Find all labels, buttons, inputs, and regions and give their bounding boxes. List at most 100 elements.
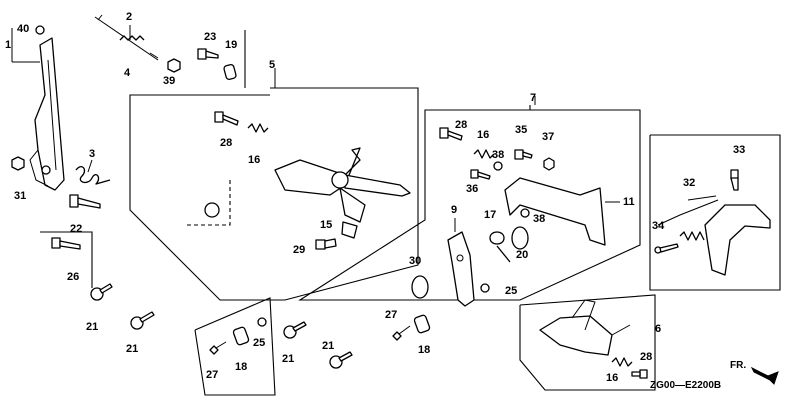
bolt-part-21-a: [90, 283, 113, 301]
callout: 17: [484, 209, 496, 221]
callout: 39: [163, 75, 175, 87]
bolt-part-28-c: [631, 369, 648, 379]
callout: 31: [14, 190, 26, 202]
spring-part-16: [247, 123, 269, 133]
bolt-part-21-c: [283, 321, 307, 339]
callout: 6: [655, 323, 661, 335]
callout: 38: [492, 149, 504, 161]
callout: 3: [89, 148, 95, 160]
bolt-part-28: [214, 111, 239, 126]
choke-bracket-part: [704, 204, 771, 276]
callout: 15: [320, 219, 332, 231]
callout: 18: [235, 361, 247, 373]
nut-part-25-a: [257, 317, 267, 327]
callout: 35: [515, 124, 527, 136]
lever-arm-part: [29, 37, 65, 191]
callout: 32: [683, 177, 695, 189]
frame-bracket-26: [40, 231, 93, 288]
callout: 18: [418, 344, 430, 356]
spring-part-16-c: [611, 357, 633, 367]
sleeve-part-18-a: [413, 314, 431, 334]
callout: 21: [86, 321, 98, 333]
callout: 22: [70, 223, 82, 235]
bolt-part-35: [514, 149, 533, 160]
collar-part-20: [511, 226, 529, 250]
callout: 29: [293, 244, 305, 256]
callout: 21: [322, 340, 334, 352]
callout: 21: [126, 343, 138, 355]
nut-part-39: [167, 58, 181, 73]
bracket-part-6: [539, 315, 613, 356]
spring-part-32: [679, 231, 705, 241]
frame-bottom-left: [194, 297, 276, 396]
callout: 4: [124, 67, 131, 79]
callout: 28: [455, 119, 467, 131]
throttle-plate-part: [274, 147, 411, 223]
spring-part-3: [75, 166, 111, 185]
bolt-part-33: [730, 169, 739, 191]
screw-part-27-b: [209, 341, 227, 355]
callout: 28: [640, 351, 652, 363]
frame-assembly-7: [298, 105, 641, 301]
bolt-part-21-b: [130, 311, 155, 330]
callout: 34: [652, 220, 665, 232]
bolt-part-21-d: [329, 351, 353, 369]
spring-part-17: [489, 231, 511, 263]
callout: 26: [67, 271, 79, 283]
bolt-part-29: [315, 238, 337, 250]
callout: 16: [477, 129, 489, 141]
frame-assembly-5: [129, 87, 419, 301]
collar-part-30: [411, 275, 429, 299]
frame-right-box: [649, 134, 781, 291]
callout: 37: [542, 131, 554, 143]
callout: 16: [248, 154, 260, 166]
nut-part-40: [35, 25, 45, 35]
collar-part-19: [223, 63, 237, 81]
callout: 19: [225, 39, 237, 51]
callout: 36: [466, 183, 478, 195]
nut-part-31: [11, 156, 25, 171]
callout: 16: [606, 372, 618, 384]
callout: 38: [533, 213, 545, 225]
callout: 11: [623, 196, 635, 208]
pin-part-22: [69, 194, 101, 209]
callout: 27: [385, 309, 397, 321]
callout: 1: [5, 39, 11, 51]
screw-part-27-a: [392, 325, 411, 341]
callout: 9: [451, 204, 457, 216]
callout: 40: [17, 23, 29, 35]
bolt-part-28-b: [439, 127, 463, 141]
sleeve-part-18-b: [232, 326, 250, 346]
callout: 27: [206, 369, 218, 381]
callout: 30: [409, 255, 421, 267]
callout: 23: [204, 31, 216, 43]
callout: 28: [220, 137, 232, 149]
callout: 33: [733, 144, 745, 156]
rod-part-2: [94, 14, 159, 61]
frame-dashed-inset: [185, 180, 231, 226]
nut-part-37: [543, 157, 555, 171]
bushing-part: [204, 202, 220, 218]
callout: 5: [269, 59, 275, 71]
direction-marker: FR.: [730, 360, 746, 371]
callout: 21: [282, 353, 294, 365]
bolt-part-34: [654, 243, 679, 254]
bolt-part-36: [470, 169, 491, 180]
callout: 20: [516, 249, 528, 261]
callout: 25: [253, 337, 265, 349]
nut-part-38-b: [520, 208, 530, 218]
spring-part-16-b: [473, 149, 495, 159]
nut-part-25-b: [480, 283, 490, 293]
callout: 7: [530, 92, 536, 104]
lever-part-9: [447, 231, 475, 307]
frame-assembly-6: [519, 294, 656, 391]
clip-part-15: [341, 221, 358, 239]
nut-part-38-a: [493, 161, 503, 171]
bolt-part-23: [197, 48, 219, 60]
leader-lines: [11, 25, 719, 336]
bracket-part-11: [504, 177, 606, 246]
callout: 2: [126, 11, 132, 23]
front-direction-arrow-icon: FR.: [730, 360, 779, 385]
